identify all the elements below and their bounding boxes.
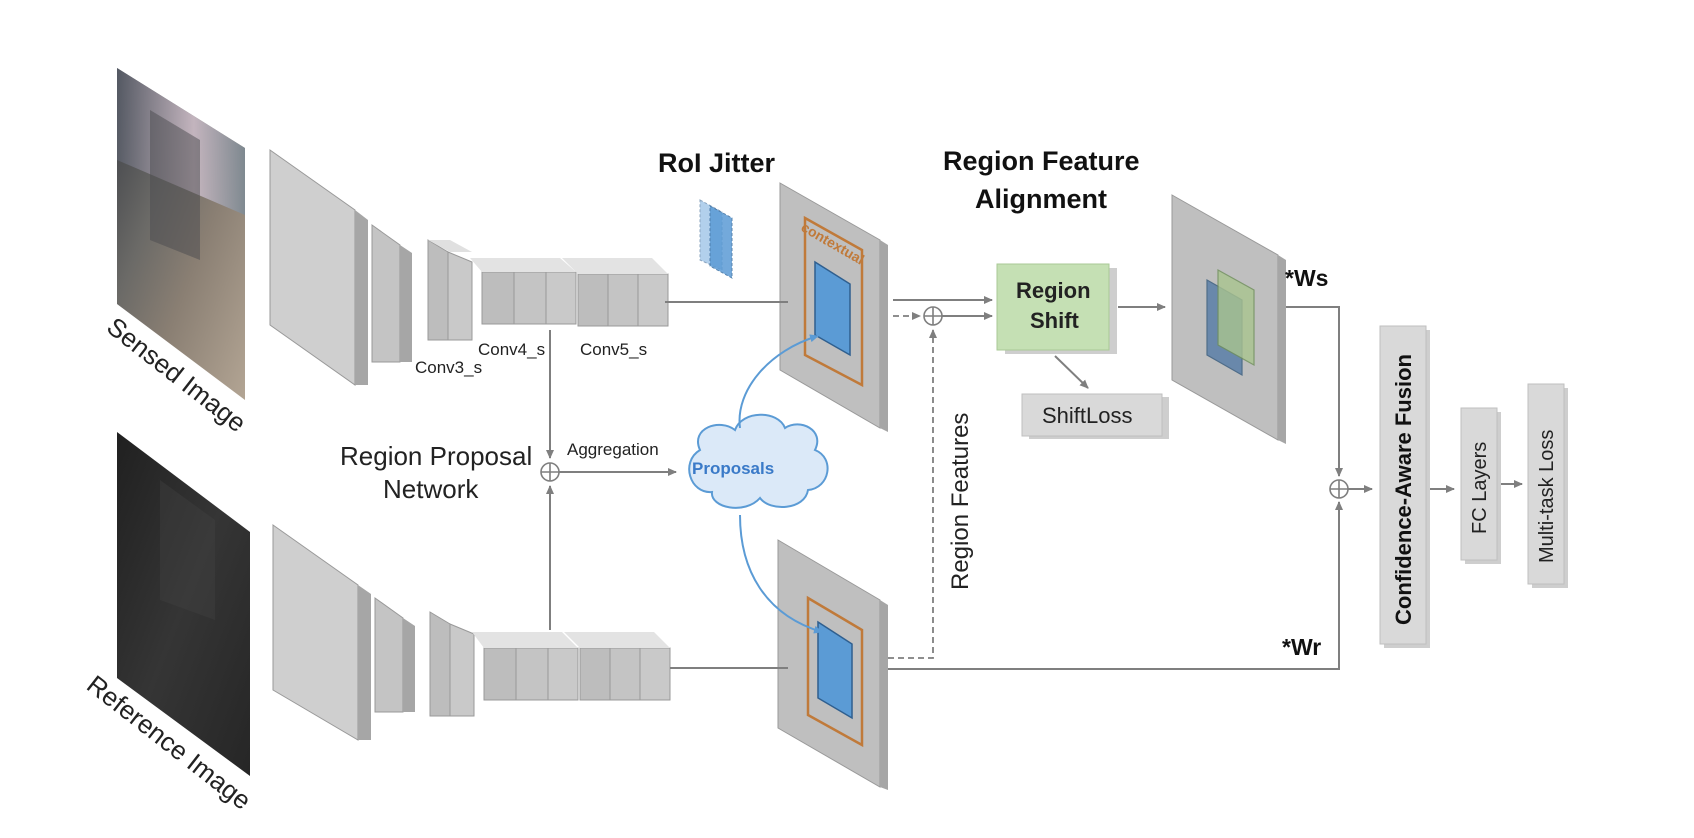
rfa-title-line2: Alignment [975,184,1107,214]
ws-label: *Ws [1285,265,1328,291]
region-shift-label-line2: Shift [1030,308,1080,333]
sensed-feature-map [779,182,888,432]
region-shift-label-line1: Region [1016,278,1091,303]
reference-region-features-dashed-line [888,329,937,659]
wr-to-fusion-arrow [888,501,1343,670]
proposals-label: Proposals [692,459,774,478]
wr-label: *Wr [1282,634,1321,660]
conv4-label: Conv4_s [478,340,545,359]
multitask-loss-box [1527,383,1568,588]
fusion-sum-node [1329,479,1349,499]
sensed-conv5-block [562,258,669,327]
aggregation-sum-node [540,462,560,482]
reference-backbone [272,524,671,741]
roi-jitter-title: RoI Jitter [658,148,776,178]
region-shift-box [996,263,1117,354]
region-features-label: Region Features [947,413,974,590]
reference-feature-map [777,539,888,790]
proposals-to-sensed-map-arrow [738,334,819,429]
fc-layers-label: FC Layers [1469,442,1491,534]
confidence-fusion-label: Confidence-Aware Fusion [1391,354,1416,625]
shiftloss-box [1021,393,1169,439]
confidence-fusion-box [1379,325,1430,648]
multitask-loss-label: Multi-task Loss [1536,430,1558,563]
rfa-title-line1: Region Feature [943,146,1140,176]
proposals-to-reference-map-arrow [739,514,823,634]
proposals-cloud [688,413,829,509]
region-features-sum-node [923,306,943,326]
aligned-feature-map [1171,194,1286,444]
aggregation-label: Aggregation [567,440,659,459]
rpn-label-line1: Region Proposal [340,441,532,471]
reference-image [117,432,250,776]
ws-to-fusion-arrow [1286,306,1343,477]
sensed-image [117,68,245,400]
sensed-backbone [269,149,669,386]
region-shift-to-shiftloss-arrow [1054,355,1089,389]
conv3-label: Conv3_s [415,358,482,377]
rpn-label-line2: Network [383,474,479,504]
sensed-conv4-block [470,258,577,325]
sensed-conv3-block [427,239,473,341]
shiftloss-label: ShiftLoss [1042,403,1133,428]
conv5-label: Conv5_s [580,340,647,359]
roi-jitter-icon [699,199,733,279]
fc-layers-box [1460,407,1501,564]
